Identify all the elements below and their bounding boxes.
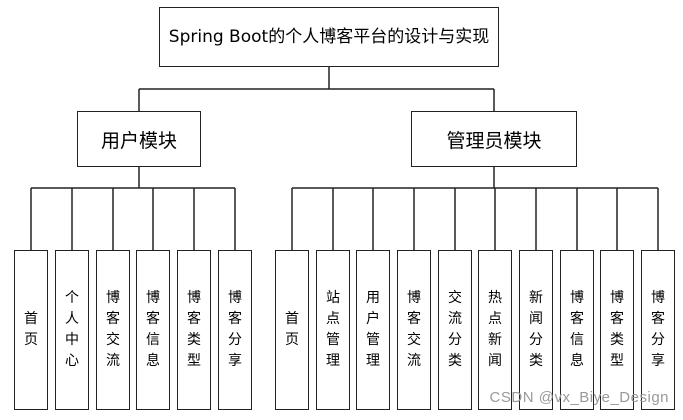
leaf-node: 博客分享: [641, 250, 675, 410]
leaf-label: 博客信息: [146, 290, 160, 369]
leaf-node: 用户管理: [356, 250, 390, 410]
leaf-node: 博客交流: [96, 250, 130, 410]
leaf-label: 博客分享: [228, 290, 242, 369]
leaf-node: 博客信息: [136, 250, 170, 410]
leaf-node: 首页: [275, 250, 309, 410]
leaf-node: 热点新闻: [478, 250, 512, 410]
module-node-admin: 管理员模块: [411, 111, 577, 167]
leaf-node: 博客分享: [218, 250, 252, 410]
leaf-node: 新闻分类: [519, 250, 553, 410]
root-node: Spring Boot的个人博客平台的设计与实现: [159, 7, 499, 67]
leaf-label: 博客类型: [610, 290, 624, 369]
module-title-user: 用户模块: [100, 129, 177, 152]
root-title: Spring Boot的个人博客平台的设计与实现: [168, 26, 490, 47]
leaf-node: 博客交流: [397, 250, 431, 410]
leaf-label: 博客交流: [106, 290, 120, 369]
leaf-label: 博客交流: [407, 290, 421, 369]
leaf-node: 博客类型: [600, 250, 634, 410]
leaf-node: 博客类型: [177, 250, 211, 410]
leaf-node: 站点管理: [316, 250, 350, 410]
watermark-text: CSDN @vx_Biye_Design: [489, 389, 669, 406]
leaf-label: 用户管理: [366, 290, 380, 369]
leaf-node: 博客信息: [560, 250, 594, 410]
module-title-admin: 管理员模块: [446, 129, 542, 152]
leaf-label: 站点管理: [326, 290, 340, 369]
leaf-node: 个人中心: [55, 250, 89, 410]
module-node-user: 用户模块: [77, 111, 201, 167]
leaf-label: 热点新闻: [488, 290, 502, 369]
leaf-node: 首页: [14, 250, 48, 410]
leaf-label: 新闻分类: [529, 290, 543, 369]
leaf-node: 交流分类: [438, 250, 472, 410]
leaf-label: 首页: [24, 311, 38, 348]
leaf-label: 交流分类: [448, 290, 462, 369]
leaf-label: 博客信息: [570, 290, 584, 369]
leaf-label: 博客分享: [651, 290, 665, 369]
leaf-label: 首页: [285, 311, 299, 348]
leaf-label: 博客类型: [187, 290, 201, 369]
leaf-label: 个人中心: [65, 290, 79, 369]
